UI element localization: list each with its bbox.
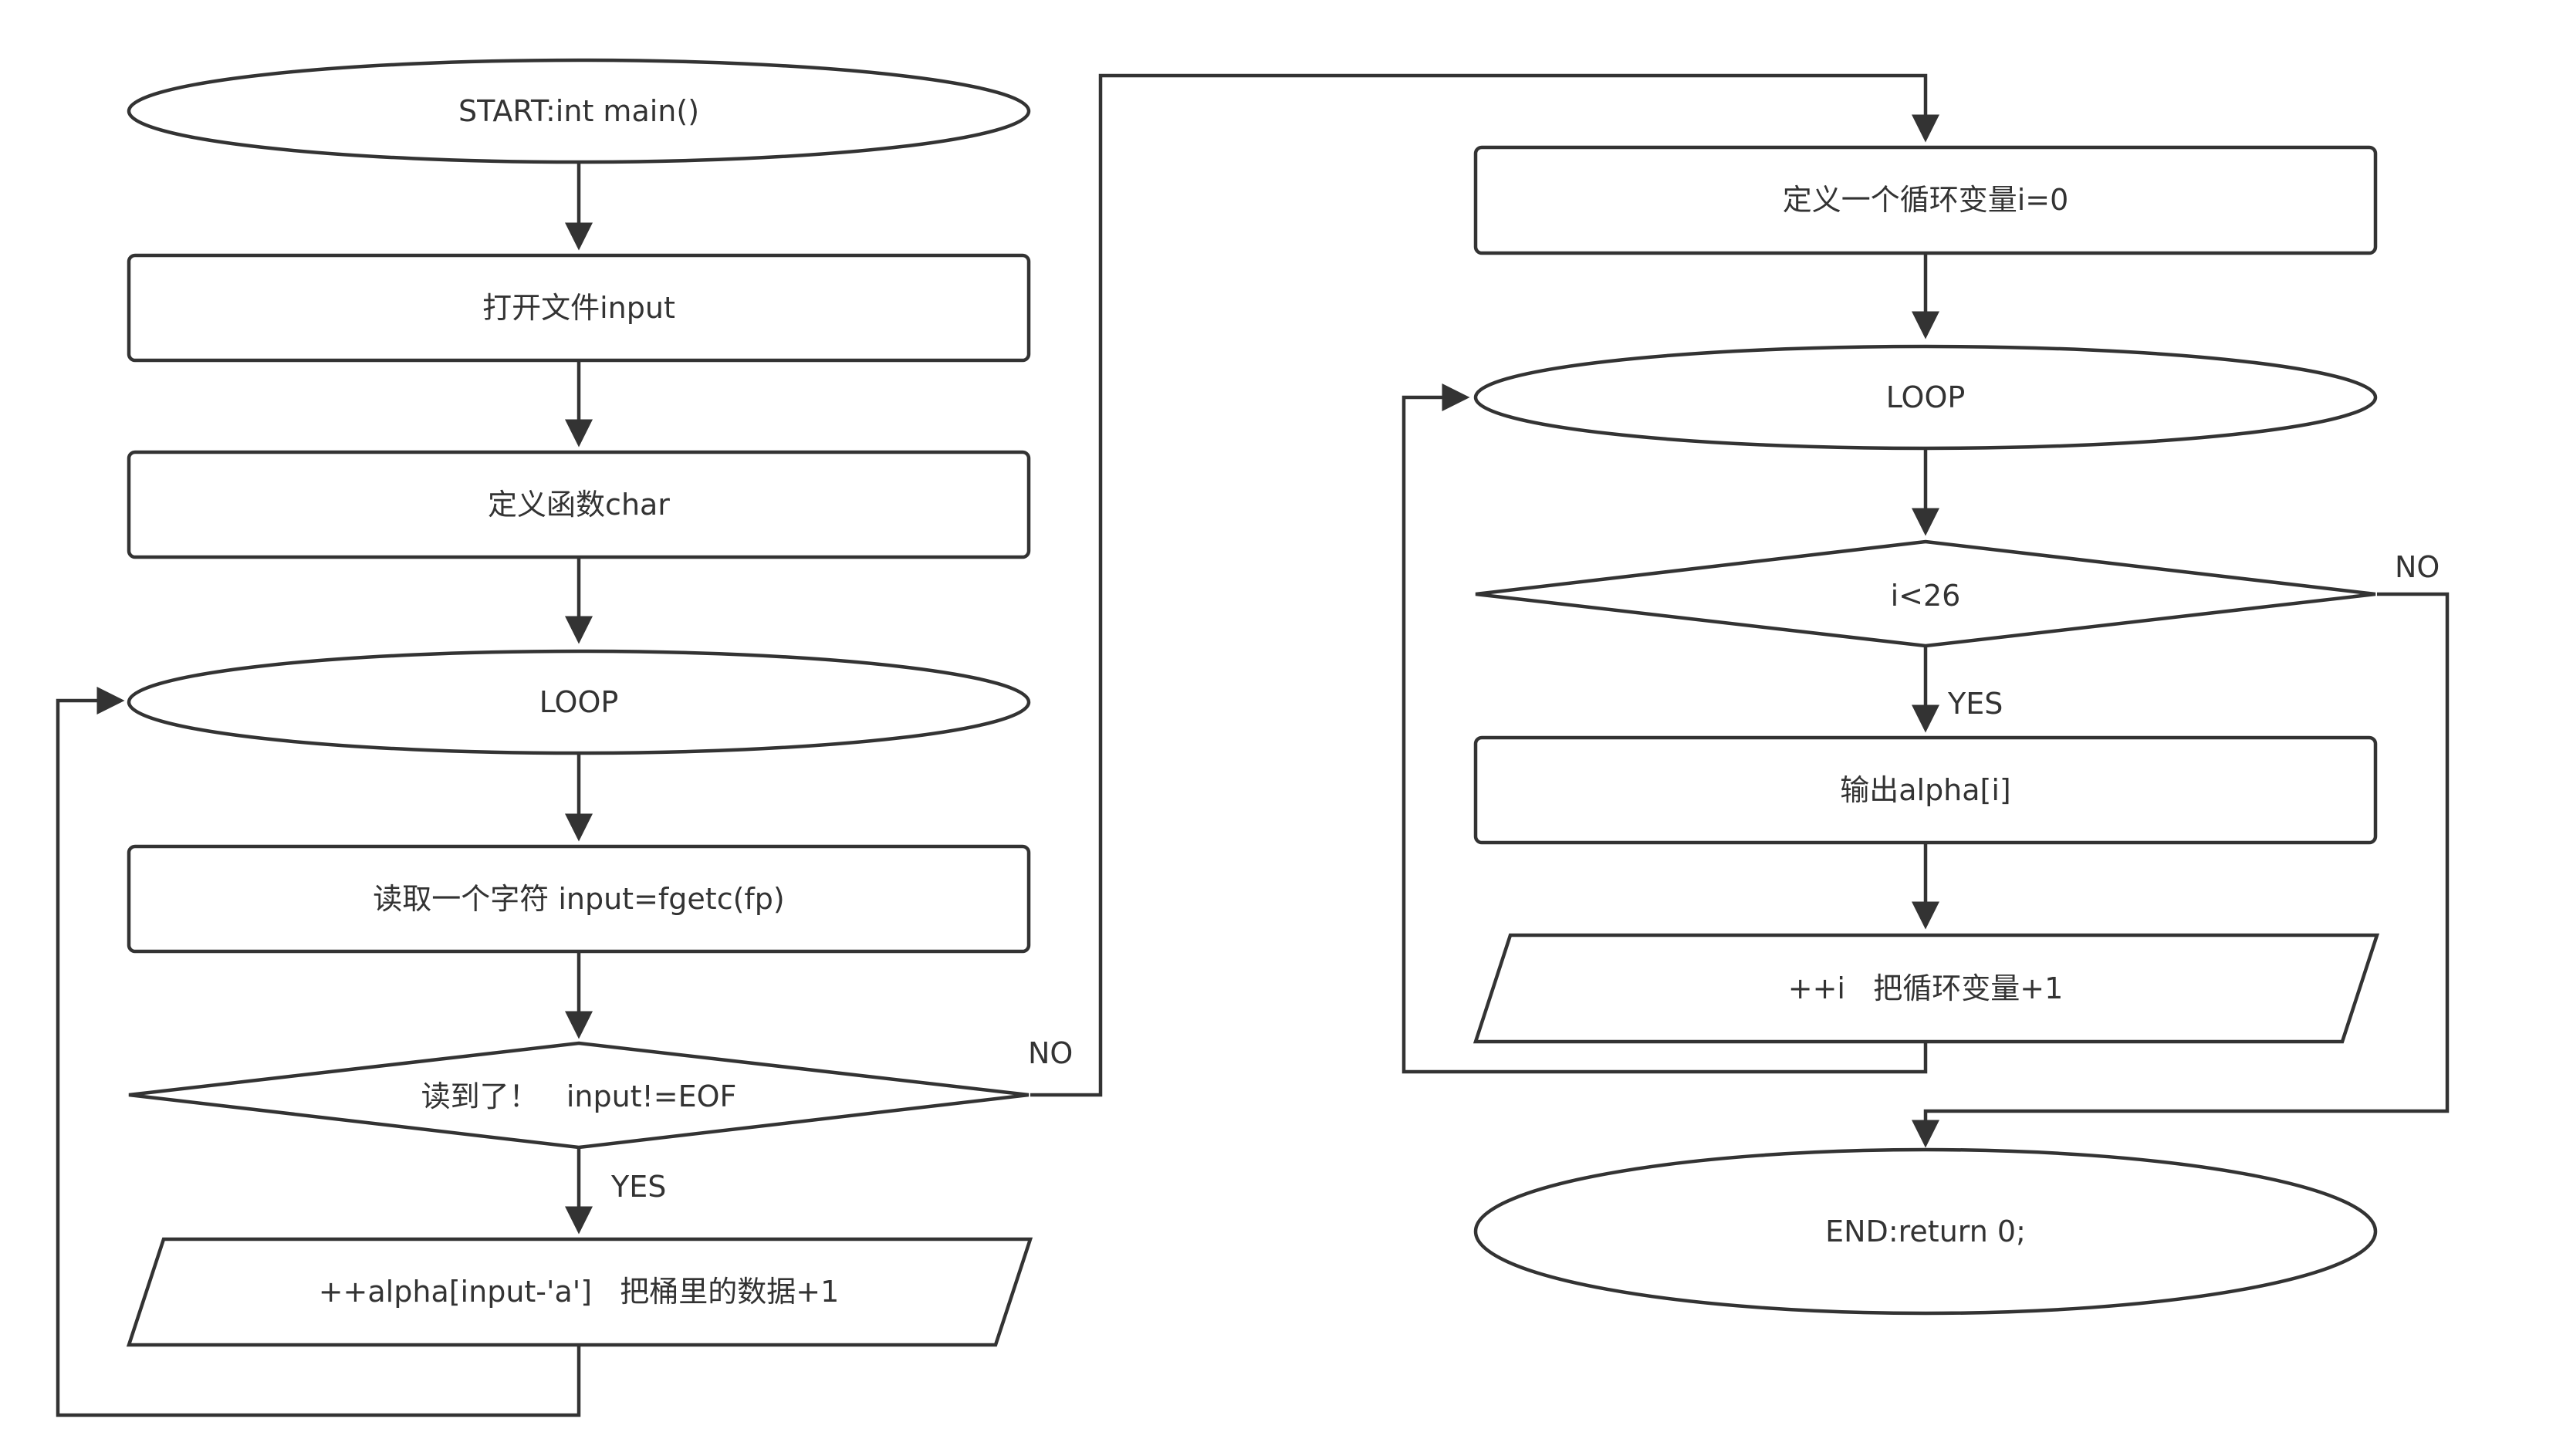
end-node-label: END:return 0; bbox=[1825, 1214, 2026, 1248]
loop2-node-label: LOOP bbox=[1886, 380, 1966, 414]
eof-yes-label: YES bbox=[610, 1170, 666, 1204]
eof-no-label: NO bbox=[1028, 1036, 1073, 1070]
increment-alpha-node-label: ++alpha[input-'a'] 把桶里的数据+1 bbox=[319, 1275, 840, 1309]
define-i-node-label: 定义一个循环变量i=0 bbox=[1783, 183, 2069, 217]
nodes: START:int main() 打开文件input 定义函数char LOOP… bbox=[126, 58, 2380, 1347]
loop1-node bbox=[127, 649, 1031, 755]
edge-check-i-no-to-end bbox=[1912, 592, 2450, 1148]
edge-check-no-to-define-i bbox=[1030, 73, 1939, 1097]
start-node bbox=[127, 58, 1031, 164]
loop1-node-label: LOOP bbox=[539, 685, 619, 719]
i-no-label: NO bbox=[2395, 550, 2440, 584]
loop2-node bbox=[1473, 344, 2378, 451]
increment-alpha-node bbox=[126, 1237, 1033, 1347]
edge-increment-back-to-loop1 bbox=[56, 687, 581, 1417]
output-alpha-node bbox=[1473, 735, 2378, 845]
check-eof-node-label: 读到了！ input!=EOF bbox=[421, 1079, 737, 1113]
output-alpha-node-label: 输出alpha[i] bbox=[1840, 773, 2011, 807]
open-file-node-label: 打开文件input bbox=[482, 291, 675, 325]
check-i-node-label: i<26 bbox=[1891, 579, 1961, 613]
i-yes-label: YES bbox=[1947, 687, 2003, 721]
define-char-node-label: 定义函数char bbox=[488, 488, 670, 522]
check-eof-node bbox=[128, 1041, 1030, 1150]
define-i-node bbox=[1473, 145, 2378, 255]
start-node-label: START:int main() bbox=[458, 94, 699, 128]
read-char-node-label: 读取一个字符 input=fgetc(fp) bbox=[373, 882, 785, 916]
increment-i-node-label: ++i 把循环变量+1 bbox=[1788, 971, 2064, 1005]
check-i-node bbox=[1475, 539, 2376, 648]
edges bbox=[56, 73, 2450, 1417]
edge-increment-i-back-to-loop2 bbox=[1402, 383, 1928, 1074]
open-file-node bbox=[127, 253, 1031, 363]
increment-i-node bbox=[1473, 933, 2380, 1044]
edge-labels: NO YES NO YES bbox=[610, 550, 2440, 1204]
define-char-node bbox=[127, 450, 1031, 559]
read-char-node bbox=[127, 844, 1031, 954]
end-node bbox=[1473, 1147, 2378, 1316]
